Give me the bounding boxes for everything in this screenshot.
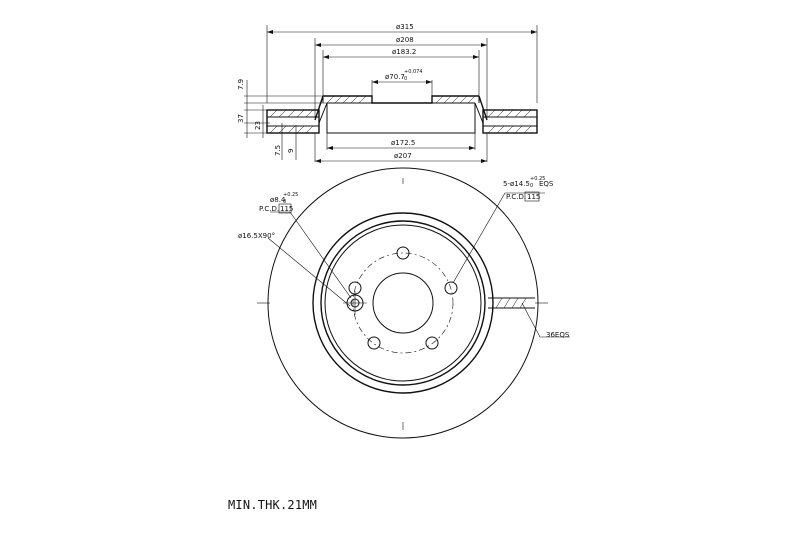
right-pcd-value: 115 <box>527 193 540 201</box>
extension-lines <box>266 25 538 162</box>
front-view: ø8.4 +0.25 0 P.C.D. 115 ø16.5X90° 5-ø14.… <box>238 167 570 439</box>
vane-count: 36EQS <box>546 331 570 339</box>
right-pcd-label: P.C.D. <box>506 193 526 201</box>
bolt-hole <box>444 281 458 295</box>
disc-profile <box>266 95 538 134</box>
dim-7-9: 7.9 <box>237 79 245 90</box>
left-hole-tol-lower: 0 <box>283 199 286 205</box>
section-dimension-texts: ø315 ø208 ø183.2 ø70.7 +0.074 0 ø172.5 ø… <box>237 23 423 160</box>
left-hole-tol-upper: +0.25 <box>283 192 298 198</box>
dim-208: ø208 <box>396 36 414 44</box>
dim-7-5: 7.5 <box>274 145 282 156</box>
left-hole-dia: ø8.4 <box>270 196 286 204</box>
hat-outer-circle <box>320 220 486 386</box>
dim-207: ø207 <box>394 152 412 160</box>
vane-detail <box>488 297 535 309</box>
front-annotations: ø8.4 +0.25 0 P.C.D. 115 ø16.5X90° 5-ø14.… <box>238 176 570 339</box>
outer-rim-circle <box>267 167 539 439</box>
bolt-hole <box>425 336 439 350</box>
friction-inner-circle <box>312 212 494 394</box>
dim-172: ø172.5 <box>391 139 415 147</box>
dim-70-tol-lower: 0 <box>404 76 407 82</box>
centre-bore <box>372 272 434 334</box>
right-hole-tol-lower: 0 <box>530 183 533 189</box>
leader-lines <box>267 192 570 338</box>
dim-183: ø183.2 <box>392 48 416 56</box>
vertical-dimension-lines <box>244 80 330 160</box>
right-hole-suffix: EQS <box>539 180 554 188</box>
bolt-hole <box>367 336 381 350</box>
chamfer-spec: ø16.5X90° <box>238 232 275 240</box>
dim-23: 23 <box>254 121 262 130</box>
dim-37: 37 <box>237 114 245 123</box>
dim-70-tol-upper: +0.074 <box>404 69 423 75</box>
min-thickness-note: MIN.THK.21MM <box>228 498 318 512</box>
right-hole-tol-upper: +0.25 <box>530 176 545 182</box>
dim-70: ø70.7 <box>385 73 405 81</box>
dim-315: ø315 <box>396 23 414 31</box>
dim-9: 9 <box>287 149 295 153</box>
horizontal-dimension-lines <box>267 30 537 163</box>
section-hatching <box>269 95 532 134</box>
right-hole-spec: 5-ø14.5 <box>503 180 530 188</box>
left-pcd-value: 115 <box>280 205 293 213</box>
hat-inner-circle <box>324 224 482 382</box>
pcd-circle <box>352 252 454 354</box>
left-pcd-label: P.C.D. <box>259 205 279 213</box>
section-view: ø315 ø208 ø183.2 ø70.7 +0.074 0 ø172.5 ø… <box>237 23 538 163</box>
bolt-hole <box>396 246 410 260</box>
bolt-holes <box>343 246 458 350</box>
